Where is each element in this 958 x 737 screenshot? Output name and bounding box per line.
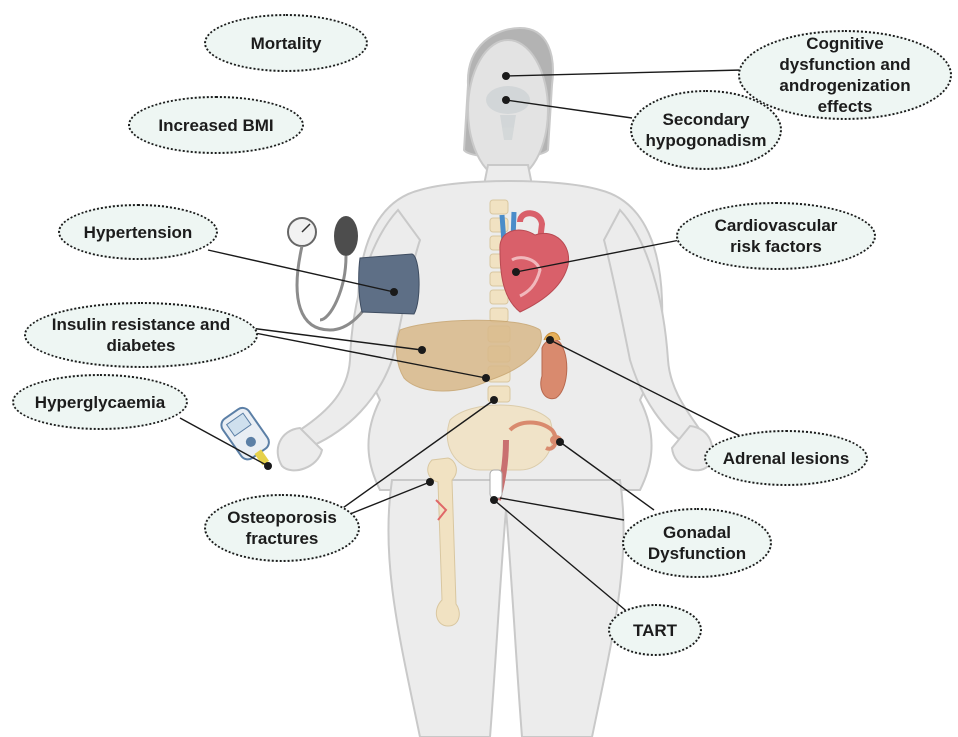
- bubble-adrenal: Adrenal lesions: [704, 430, 868, 486]
- label-osteoporosis: Osteoporosis fractures: [227, 507, 337, 549]
- bubble-mortality: Mortality: [204, 14, 368, 72]
- label-tart: TART: [633, 620, 677, 641]
- bubble-insulin-resistance: Insulin resistance and diabetes: [24, 302, 258, 368]
- bubble-increased-bmi: Increased BMI: [128, 96, 304, 154]
- bubble-hypertension: Hypertension: [58, 204, 218, 260]
- bubble-cardiovascular: Cardiovascular risk factors: [676, 202, 876, 270]
- bubble-gonadal: Gonadal Dysfunction: [622, 508, 772, 578]
- pelvis: [447, 405, 552, 470]
- label-cardiovascular: Cardiovascular risk factors: [715, 215, 838, 257]
- label-secondary-hypogonadism: Secondary hypogonadism: [646, 109, 767, 151]
- label-hypertension: Hypertension: [84, 222, 193, 243]
- bubble-secondary-hypogonadism: Secondary hypogonadism: [630, 90, 782, 170]
- label-increased-bmi: Increased BMI: [158, 115, 273, 136]
- tart-organ: [490, 470, 502, 498]
- glucometer-icon: [218, 405, 279, 473]
- label-mortality: Mortality: [251, 33, 322, 54]
- label-cognitive: Cognitive dysfunction and androgenizatio…: [779, 33, 910, 117]
- label-insulin-resistance: Insulin resistance and diabetes: [52, 314, 231, 356]
- label-adrenal: Adrenal lesions: [723, 448, 850, 469]
- label-gonadal: Gonadal Dysfunction: [648, 522, 746, 564]
- label-hyperglycaemia: Hyperglycaemia: [35, 392, 165, 413]
- bubble-tart: TART: [608, 604, 702, 656]
- bubble-hyperglycaemia: Hyperglycaemia: [12, 374, 188, 430]
- bubble-osteoporosis: Osteoporosis fractures: [204, 494, 360, 562]
- bubble-cognitive: Cognitive dysfunction and androgenizatio…: [738, 30, 952, 120]
